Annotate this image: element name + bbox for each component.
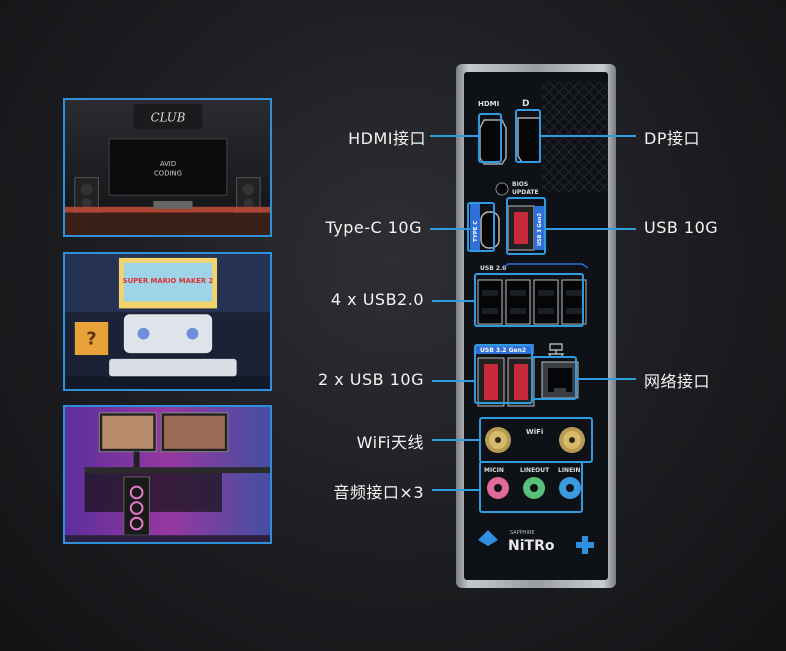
hdmi-callout-line: [430, 135, 478, 137]
usb3gen2-print: USB 3 Gen2: [537, 213, 543, 246]
audio-callout-line: [432, 489, 480, 491]
usb10g-pair-callout-line: [432, 380, 476, 382]
usb10g-callout-line: [544, 228, 636, 230]
usb10g-port-1: [484, 364, 498, 400]
label-audio: 音频接口×3: [333, 483, 424, 502]
sapphire-print: SAPPHIRE: [510, 530, 535, 536]
usb20-ports: [477, 279, 587, 325]
svg-text:D: D: [522, 99, 529, 109]
update-print: UPDATE: [512, 189, 539, 196]
linein-print: LINEIN: [558, 467, 580, 474]
label-typec: Type-C 10G: [325, 218, 422, 237]
bios-button: [495, 182, 509, 196]
dp-callout-line: [540, 135, 636, 137]
bios-print: BIOS: [512, 181, 528, 188]
usb20-print: USB 2.0: [480, 265, 506, 272]
typec-callout-line: [430, 228, 470, 230]
label-dp: DP接口: [644, 129, 700, 148]
sapphire-nitro-logo: SAPPHIRE NiTRo: [478, 530, 594, 554]
usb32-print: USB 3.2 Gen2: [480, 347, 526, 354]
usb10g-port-2: [514, 364, 528, 400]
lineout-print: LINEOUT: [520, 467, 550, 474]
club-sign: CLUB: [151, 110, 186, 124]
micin-print: MICIN: [484, 467, 504, 474]
game-title: SUPER MARIO MAKER 2: [123, 277, 214, 285]
label-lan: 网络接口: [644, 372, 711, 391]
usb20-callout-line: [432, 300, 476, 302]
label-usb10g: USB 10G: [644, 218, 719, 237]
wifi-antenna-left: [485, 427, 511, 453]
usb10g-port: [514, 212, 528, 244]
svg-text:CODING: CODING: [154, 170, 182, 178]
nitro-print: NiTRo: [508, 538, 555, 554]
wifi-print: WiFi: [526, 428, 543, 436]
svg-text:AVID: AVID: [160, 160, 176, 168]
label-usb20: 4 x USB2.0: [330, 290, 424, 309]
label-usb10g-pair: 2 x USB 10G: [317, 370, 424, 389]
lan-callout-line: [576, 378, 636, 380]
setup-photo-1: CLUB AVID CODING: [63, 98, 272, 237]
hdmi-port: [479, 119, 507, 165]
typec-print: TYPE C: [473, 221, 479, 242]
displayport-port: [517, 117, 541, 163]
setup-photo-3: [63, 405, 272, 544]
io-shield: HDMI D BIOS UPDATE TYPE C USB 3 Gen2 USB…: [456, 64, 616, 588]
svg-text:?: ?: [86, 329, 96, 349]
wifi-callout-line: [432, 439, 480, 441]
typec-port: [480, 211, 500, 249]
label-hdmi: HDMI接口: [348, 129, 426, 148]
hdmi-print: HDMI: [478, 100, 499, 108]
label-wifi: WiFi天线: [356, 433, 424, 452]
wifi-antenna-right: [559, 427, 585, 453]
setup-photo-2: SUPER MARIO MAKER 2 ?: [63, 252, 272, 391]
